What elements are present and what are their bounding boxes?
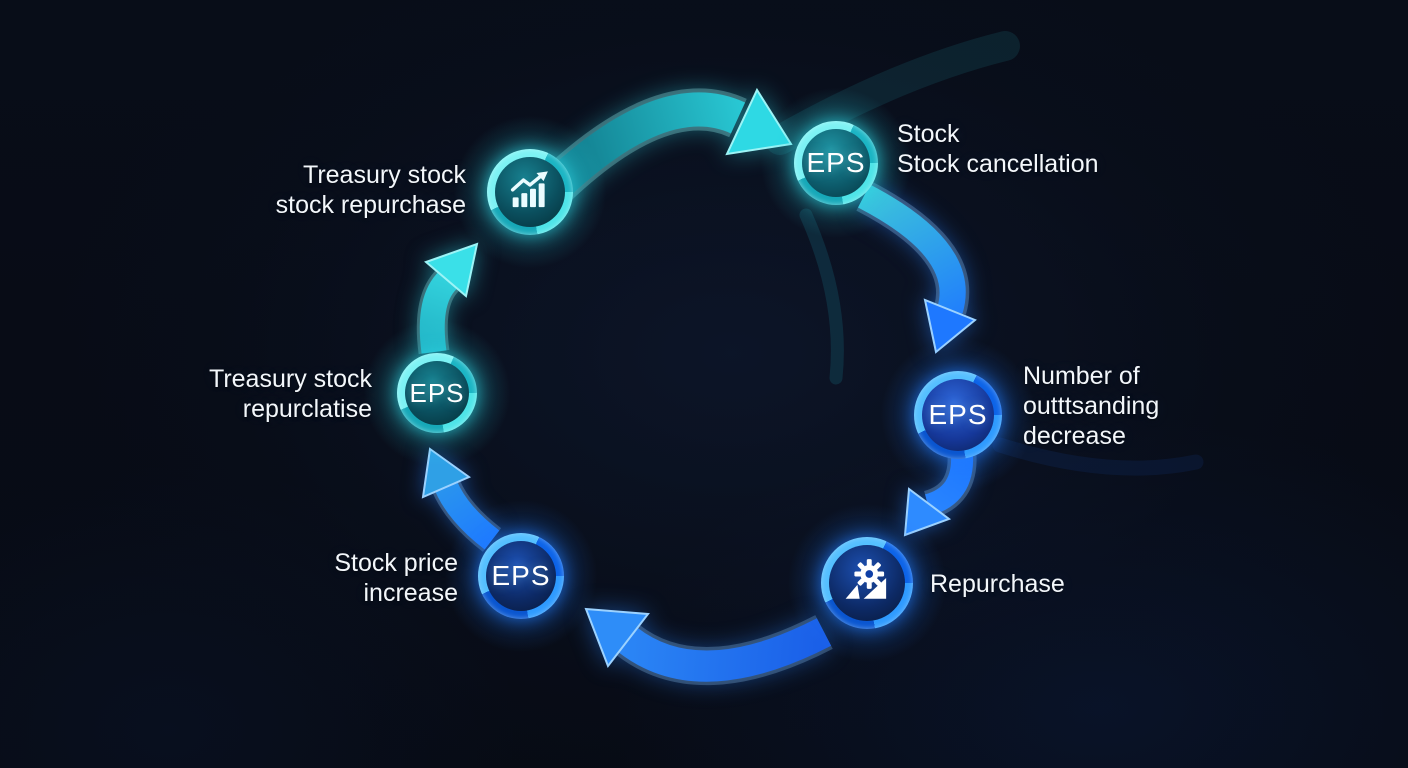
- node-eps-outstanding-decrease: EPS: [880, 337, 1036, 493]
- label-line: increase: [363, 579, 459, 607]
- label-line: repurclatise: [242, 395, 372, 423]
- label-line: Stock: [897, 120, 960, 148]
- node-repurchase: [787, 503, 947, 663]
- label-outstanding-decrease: Number of outttsanding decrease: [1023, 361, 1159, 451]
- label-line: Treasury stock: [302, 161, 466, 189]
- label-stock-price-increase: Stock price increase: [334, 548, 458, 608]
- label-line: Stock cancellation: [897, 150, 1099, 178]
- node-eps-stock-price: EPS: [444, 499, 598, 653]
- eps-badge: EPS: [409, 377, 465, 408]
- arrow-up-left: [421, 447, 502, 552]
- label-line: Stock price: [334, 549, 458, 577]
- arrow-top: [541, 87, 793, 202]
- arrow-right-down: [856, 181, 977, 354]
- label-line: decrease: [1023, 422, 1126, 450]
- bar-chart-rising-icon: [510, 171, 548, 208]
- node-core: EPS: [922, 379, 994, 451]
- label-line: Number of: [1023, 362, 1140, 390]
- label-treasury-repurclatise: Treasury stock repurclatise: [209, 364, 372, 424]
- label-treasury-stock-repurchase: Treasury stock stock repurchase: [276, 160, 466, 220]
- eps-badge: EPS: [806, 147, 866, 178]
- node-treasury-stock-repurchase: [453, 115, 607, 269]
- label-stock-cancellation: Stock Stock cancellation: [897, 119, 1099, 179]
- node-core: [495, 157, 565, 227]
- gear-arrow-icon: [845, 559, 887, 599]
- trail-arc: [799, 208, 844, 385]
- eps-badge: EPS: [491, 560, 551, 591]
- node-core: [829, 545, 905, 621]
- label-line: Treasury stock: [208, 365, 372, 393]
- node-eps-treasury-stock: EPS: [363, 319, 511, 467]
- label-line: outttsanding: [1023, 392, 1160, 420]
- arrow-to-repurchase: [903, 454, 977, 537]
- label-repurchase: Repurchase: [930, 569, 1065, 599]
- arrow-bottom: [584, 607, 833, 686]
- label-line: stock repurchase: [275, 191, 466, 219]
- label-line: Repurchase: [930, 570, 1065, 598]
- node-core: EPS: [486, 541, 556, 611]
- eps-badge: EPS: [928, 399, 988, 430]
- arrow-up-teal: [416, 242, 479, 355]
- node-core: EPS: [405, 361, 469, 425]
- node-eps-stock-cancellation: EPS: [760, 87, 912, 239]
- node-core: EPS: [802, 129, 870, 197]
